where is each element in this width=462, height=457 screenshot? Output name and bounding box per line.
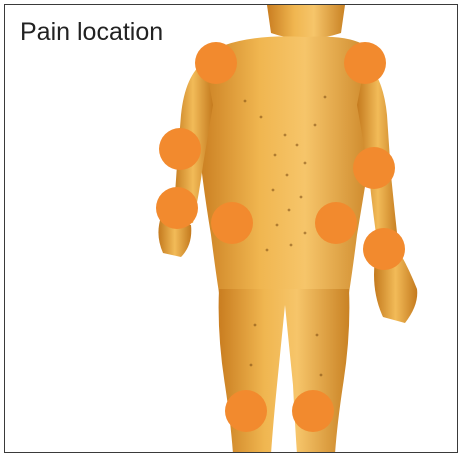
marker-right-elbow[interactable] — [353, 147, 395, 189]
panel-title: Pain location — [18, 17, 165, 47]
marker-right-knee[interactable] — [292, 390, 334, 432]
marker-left-knee[interactable] — [225, 390, 267, 432]
marker-right-wrist[interactable] — [363, 228, 405, 270]
marker-left-shoulder[interactable] — [195, 42, 237, 84]
marker-right-hip[interactable] — [315, 202, 357, 244]
pain-location-panel: Pain location — [4, 4, 458, 453]
marker-left-elbow[interactable] — [159, 128, 201, 170]
marker-left-wrist[interactable] — [156, 187, 198, 229]
marker-left-hip[interactable] — [211, 202, 253, 244]
marker-right-shoulder[interactable] — [344, 42, 386, 84]
